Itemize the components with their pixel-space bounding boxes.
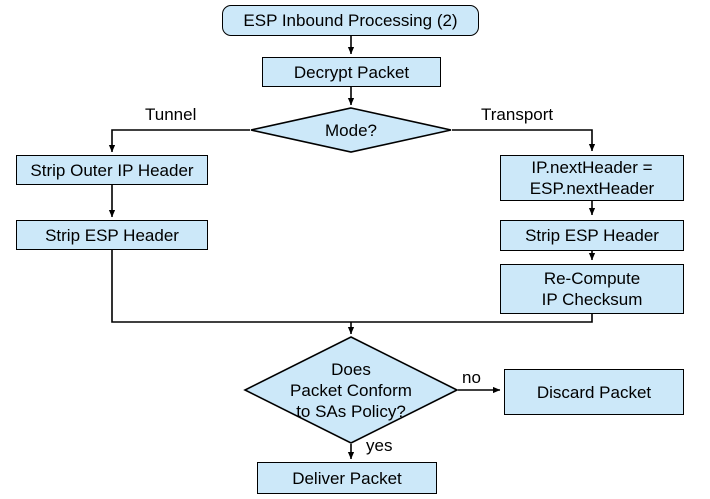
edge-label-yes: yes bbox=[366, 436, 393, 455]
edge-mode-tunnel bbox=[108, 129, 250, 153]
node-deliver-packet[interactable]: Deliver Packet bbox=[257, 462, 437, 494]
node-decrypt-packet[interactable]: Decrypt Packet bbox=[262, 57, 441, 87]
node-start[interactable]: ESP Inbound Processing (2) bbox=[222, 5, 479, 36]
node-mode-decision[interactable]: Mode? bbox=[250, 107, 452, 153]
edge-label-tunnel: Tunnel bbox=[145, 105, 197, 124]
edge-right-merge bbox=[351, 314, 593, 323]
node-recompute-ip-checksum[interactable]: Re-Compute IP Checksum bbox=[500, 264, 684, 314]
node-discard-packet[interactable]: Discard Packet bbox=[504, 369, 684, 415]
edge-left-merge bbox=[111, 250, 351, 323]
edge-mode-transport bbox=[452, 129, 596, 152]
edge-label-no: no bbox=[462, 368, 481, 387]
node-strip-outer-ip-header[interactable]: Strip Outer IP Header bbox=[16, 155, 208, 185]
node-ip-nextheader-assign[interactable]: IP.nextHeader = ESP.nextHeader bbox=[500, 155, 684, 201]
node-strip-esp-header-transport[interactable]: Strip ESP Header bbox=[500, 220, 684, 251]
node-conform-decision[interactable]: Does Packet Conform to SAs Policy? bbox=[243, 336, 459, 444]
edge-label-transport: Transport bbox=[481, 105, 554, 124]
node-strip-esp-header-tunnel[interactable]: Strip ESP Header bbox=[16, 220, 208, 250]
